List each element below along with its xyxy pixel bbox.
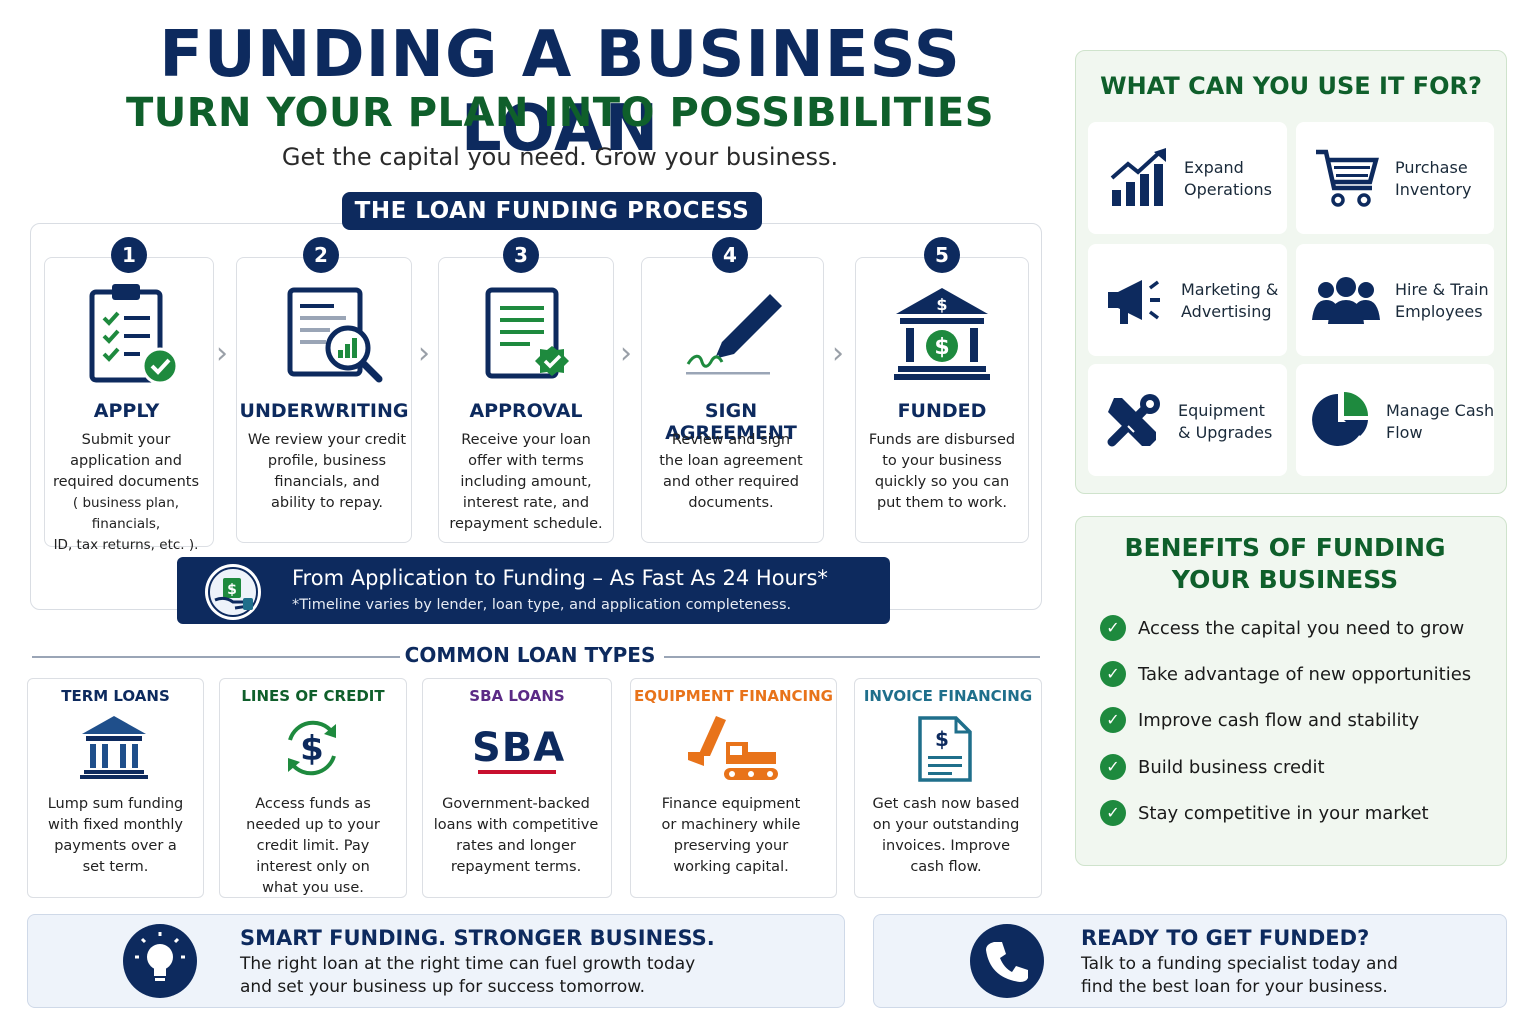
check-icon: ✓ <box>1100 754 1126 780</box>
benefit-item: ✓Access the capital you need to grow <box>1100 614 1464 642</box>
megaphone-icon <box>1106 276 1170 328</box>
chevron-right-icon: › <box>216 336 228 371</box>
lightbulb-icon <box>123 924 197 998</box>
pen-signature-icon <box>682 290 788 380</box>
step-number: 2 <box>303 237 339 273</box>
tagline: Get the capital you need. Grow your busi… <box>281 143 839 171</box>
loan-name-sba: SBA LOANS <box>469 687 565 705</box>
chevron-right-icon: › <box>620 336 632 371</box>
shopping-cart-icon <box>1314 148 1380 208</box>
loan-name-term: TERM LOANS <box>61 687 170 705</box>
benefit-item: ✓Build business credit <box>1100 753 1325 781</box>
check-icon: ✓ <box>1100 707 1126 733</box>
loan-card-lines-of-credit <box>219 678 407 898</box>
benefit-item: ✓Stay competitive in your market <box>1100 799 1429 827</box>
benefit-item: ✓Take advantage of new opportunities <box>1100 660 1471 688</box>
check-icon: ✓ <box>1100 615 1126 641</box>
step-title-approval: APPROVAL <box>469 400 583 422</box>
check-icon: ✓ <box>1100 800 1126 826</box>
svg-text:$: $ <box>936 295 947 314</box>
fast-funding-banner <box>177 557 890 624</box>
step-title-funded: FUNDED <box>897 400 987 422</box>
svg-text:$: $ <box>227 582 237 598</box>
use-card-inventory <box>1296 122 1494 234</box>
approved-document-icon <box>482 286 572 386</box>
use-label-marketing: Marketing &Advertising <box>1181 280 1279 321</box>
benefit-item: ✓Improve cash flow and stability <box>1100 706 1419 734</box>
tools-icon <box>1106 392 1162 448</box>
chevron-right-icon: › <box>418 336 430 371</box>
check-icon: ✓ <box>1100 661 1126 687</box>
loan-name-lines-of-credit: LINES OF CREDIT <box>241 687 385 705</box>
clipboard-check-icon <box>86 282 182 386</box>
divider-line <box>664 656 1040 658</box>
bank-dollar-icon: $ $ <box>892 286 992 382</box>
loan-card-invoice <box>854 678 1042 898</box>
loan-types-title: COMMON LOAN TYPES <box>404 643 656 667</box>
sba-logo-icon: SBA <box>472 726 564 776</box>
ready-title: READY TO GET FUNDED? <box>1081 926 1370 950</box>
phone-icon <box>970 924 1044 998</box>
step-card-sign-agreement <box>641 257 824 543</box>
step-title-sign-agreement: SIGN AGREEMENT <box>665 400 797 444</box>
step-number: 4 <box>712 237 748 273</box>
pie-chart-icon <box>1312 390 1370 448</box>
document-magnifier-icon <box>282 286 386 386</box>
growth-chart-icon <box>1108 146 1170 208</box>
people-icon <box>1312 276 1380 326</box>
page-subtitle: TURN YOUR PLAN INTO POSSIBILITIES <box>125 90 995 136</box>
step-number: 5 <box>924 237 960 273</box>
smart-funding-text: The right loan at the right time can fue… <box>240 954 696 997</box>
fast-funding-title: From Application to Funding – As Fast As… <box>292 566 828 590</box>
smart-funding-title: SMART FUNDING. STRONGER BUSINESS. <box>240 926 715 950</box>
loan-card-sba <box>422 678 612 898</box>
use-card-hire <box>1296 244 1494 356</box>
benefits-panel <box>1075 516 1507 866</box>
step-card-funded <box>855 257 1029 543</box>
step-number: 3 <box>503 237 539 273</box>
invoice-icon: $ <box>914 714 976 784</box>
svg-text:$: $ <box>300 729 324 769</box>
excavator-icon <box>684 712 780 784</box>
use-card-expand <box>1088 122 1287 234</box>
svg-text:$: $ <box>934 335 949 360</box>
loan-card-term <box>27 678 204 898</box>
bank-icon <box>80 714 148 780</box>
fast-funding-note: *Timeline varies by lender, loan type, a… <box>292 597 792 613</box>
money-hand-icon: $ <box>205 564 261 620</box>
loan-card-equipment <box>630 678 837 898</box>
chevron-right-icon: › <box>832 336 844 371</box>
svg-text:$: $ <box>935 727 949 751</box>
loan-name-invoice: INVOICE FINANCING <box>863 687 1033 705</box>
step-title-underwriting: UNDERWRITING <box>239 400 409 422</box>
page-title: FUNDING A BUSINESS LOAN <box>159 18 961 166</box>
dollar-cycle-icon: $ <box>278 714 346 782</box>
use-label-equipment: Equipment& Upgrades <box>1178 401 1273 442</box>
uses-title: WHAT CAN YOU USE IT FOR? <box>1100 72 1482 100</box>
step-number: 1 <box>111 237 147 273</box>
process-title: THE LOAN FUNDING PROCESS <box>342 192 762 230</box>
step-title-apply: APPLY <box>93 400 160 422</box>
loan-name-equipment: EQUIPMENT FINANCING <box>634 687 833 705</box>
divider-line <box>32 656 400 658</box>
